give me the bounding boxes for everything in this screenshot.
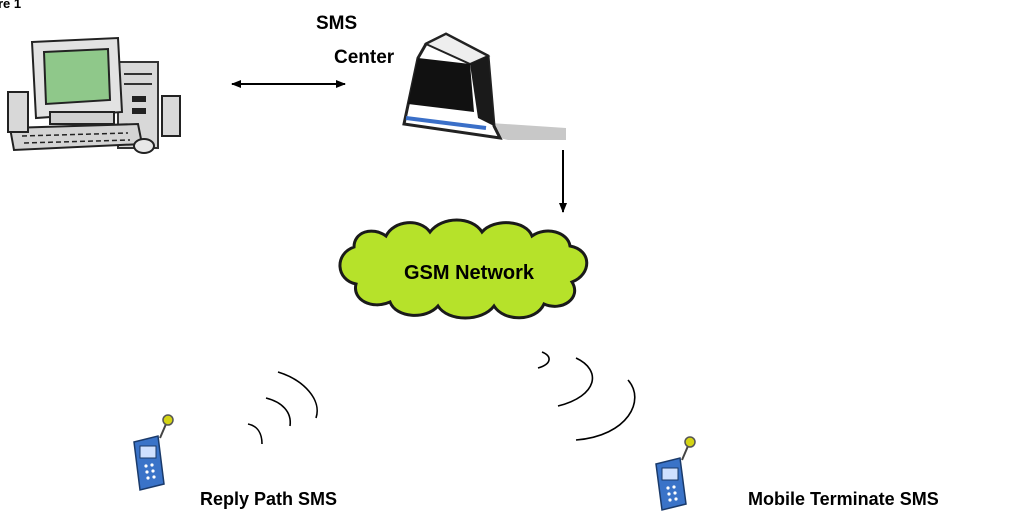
mobile-phone-icon <box>655 436 696 511</box>
radio-waves-reply <box>247 371 318 445</box>
mobile-terminate-sms-label: Mobile Terminate SMS <box>748 489 939 509</box>
sms-center-server-icon <box>402 32 566 140</box>
mobile-phone-icon <box>133 414 174 491</box>
figure-caption-fragment: ure 1 <box>0 0 21 11</box>
gsm-network-label: GSM Network <box>404 262 535 284</box>
desktop-computer-icon <box>7 36 181 154</box>
radio-waves-terminate <box>537 351 636 441</box>
reply-path-sms-label: Reply Path SMS <box>200 489 337 509</box>
gsm-network-cloud: GSM Network <box>338 218 589 320</box>
sms-center-label-line2: Center <box>334 47 395 68</box>
sms-center-label-line1: SMS <box>316 13 357 34</box>
